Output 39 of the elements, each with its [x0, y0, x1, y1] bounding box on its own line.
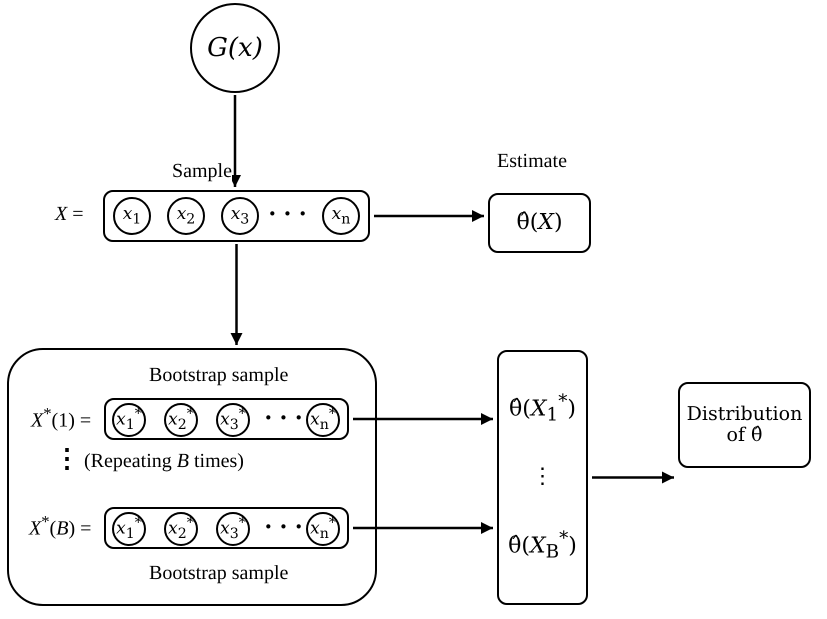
node-label: Distribution of θ̂ — [686, 404, 804, 446]
element-circle — [113, 197, 151, 235]
bootstrap-sample-box — [104, 507, 349, 549]
top-circle — [190, 3, 280, 93]
math-label: (Repeating B times) — [84, 450, 244, 472]
side-label: X$^{*}$(B) = — [29, 513, 92, 540]
arrow — [353, 413, 493, 425]
result-box — [678, 382, 811, 468]
math-label: x$_{2}$ — [176, 204, 196, 228]
side-label: X = — [55, 203, 84, 225]
side-label: Bootstrap sample — [149, 562, 288, 584]
arrow — [353, 522, 493, 534]
math-label: x$_{1}$ — [122, 204, 142, 228]
sample-box — [103, 190, 370, 242]
math-label: G(x) — [207, 34, 263, 62]
math-label: θ̂(X$_{1}$$^{*}$) — [509, 392, 576, 426]
side-label: Estimate — [497, 150, 567, 172]
bootstrap-panel — [7, 348, 377, 606]
math-label: ⋮ — [532, 465, 554, 490]
element-circle — [322, 197, 360, 235]
math-label: θ̂(X$_{B}$$^{*}$) — [508, 529, 577, 564]
ellipsis-dots: · · · — [268, 200, 308, 229]
math-label: x$_{n}$ — [332, 204, 350, 228]
estimate-column-box — [497, 350, 588, 605]
arrow — [374, 210, 484, 222]
element-circle — [221, 197, 259, 235]
arrow — [592, 472, 674, 484]
element-circle — [167, 197, 205, 235]
side-label: Bootstrap sample — [149, 364, 288, 386]
bootstrap-sample-box — [104, 398, 349, 440]
side-label: X$^{*}$(1) = — [31, 405, 92, 432]
arrow — [230, 244, 242, 345]
ellipsis-dots: · · · — [264, 404, 304, 433]
ellipsis-dots: · · · — [264, 513, 304, 542]
vertical-ellipsis: ⋮ — [54, 445, 80, 474]
edge-label: Sample — [172, 160, 232, 182]
estimate-box — [488, 193, 591, 253]
math-label: θ̂(X) — [516, 210, 563, 236]
math-label: x$_{3}$ — [230, 204, 250, 228]
